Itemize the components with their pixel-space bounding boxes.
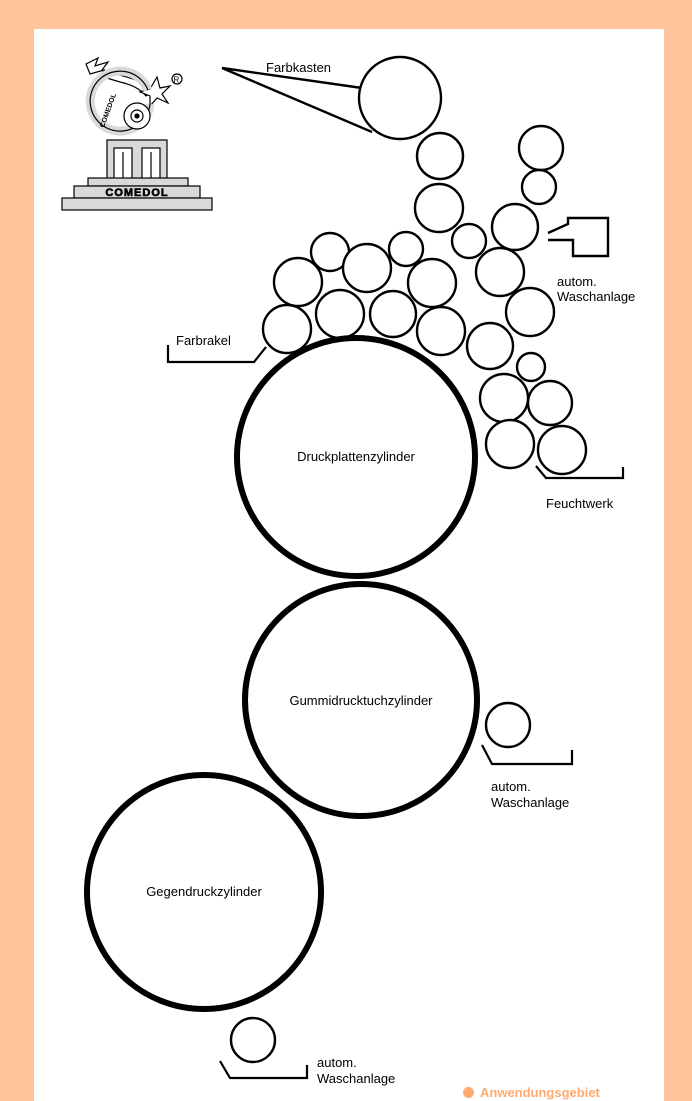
ink-roller bbox=[415, 131, 465, 181]
wash-roller bbox=[490, 202, 540, 252]
label-wash-top-2: Waschanlage bbox=[557, 289, 635, 304]
ink-roller bbox=[368, 289, 418, 339]
comedol-logo: COMEDOL R COMEDOL bbox=[61, 56, 213, 211]
farbrakel-blade bbox=[166, 345, 267, 364]
dampening-roller bbox=[536, 424, 588, 476]
farbkasten-blade-bottom bbox=[221, 66, 373, 134]
bullet-icon bbox=[463, 1087, 474, 1098]
farbkasten-group: Farbkasten bbox=[221, 55, 443, 141]
logo-brand-text: COMEDOL bbox=[105, 187, 168, 199]
wash-roller bbox=[229, 1016, 277, 1064]
label-wash-mid-2: Waschanlage bbox=[491, 795, 569, 810]
wash-roller bbox=[520, 168, 558, 206]
gummidrucktuchzylinder bbox=[242, 581, 480, 819]
feuchtwerk-tray bbox=[535, 465, 625, 480]
wash-unit-tray bbox=[219, 1060, 309, 1080]
ink-roller bbox=[406, 257, 458, 309]
dampening-roller bbox=[515, 351, 547, 383]
anwendungsgebiet-label: Anwendungsgebiet bbox=[480, 1085, 600, 1100]
label-wash-mid-1: autom. bbox=[491, 779, 531, 794]
farbkasten-blade-top bbox=[221, 66, 363, 90]
wash-roller bbox=[517, 124, 565, 172]
ink-roller bbox=[413, 182, 465, 234]
logo-arc-text: COMEDOL bbox=[99, 92, 118, 129]
anwendungsgebiet-link[interactable]: Anwendungsgebiet bbox=[463, 1085, 600, 1100]
label-wash-top-1: autom. bbox=[557, 274, 597, 289]
dampening-roller bbox=[465, 321, 515, 371]
gegendruckzylinder bbox=[84, 772, 324, 1012]
wash-unit-top: autom. Waschanlage bbox=[490, 124, 635, 304]
wash-unit-housing bbox=[547, 216, 610, 258]
farbkasten-roller bbox=[357, 55, 443, 141]
feuchtwerk-rollers: Feuchtwerk bbox=[465, 246, 625, 511]
registered-mark: R bbox=[174, 76, 180, 85]
main-cylinders bbox=[84, 335, 480, 1012]
dampening-roller bbox=[526, 379, 574, 427]
ink-roller-train bbox=[261, 131, 488, 357]
farbrakel-group: Farbrakel bbox=[166, 333, 267, 364]
wash-unit-bottom: autom. Waschanlage bbox=[219, 1016, 395, 1086]
label-gummidrucktuchzylinder: Gummidrucktuchzylinder bbox=[289, 693, 433, 708]
ink-roller bbox=[415, 305, 467, 357]
label-wash-bot-2: Waschanlage bbox=[317, 1071, 395, 1086]
dampening-roller bbox=[504, 286, 556, 338]
label-feuchtwerk: Feuchtwerk bbox=[546, 496, 614, 511]
label-wash-bot-1: autom. bbox=[317, 1055, 357, 1070]
druckplattenzylinder bbox=[234, 335, 478, 579]
ink-roller bbox=[387, 230, 425, 268]
dampening-roller bbox=[484, 418, 536, 470]
ink-roller bbox=[272, 256, 324, 308]
ink-roller bbox=[314, 288, 366, 340]
wash-unit-tray bbox=[481, 744, 574, 766]
wash-unit-middle: autom. Waschanlage bbox=[481, 701, 574, 810]
dampening-roller bbox=[478, 372, 530, 424]
ink-roller bbox=[261, 303, 313, 355]
label-farbkasten: Farbkasten bbox=[266, 60, 331, 75]
label-druckplattenzylinder: Druckplattenzylinder bbox=[297, 449, 415, 464]
logo-step-1 bbox=[87, 177, 189, 187]
label-gegendruckzylinder: Gegendruckzylinder bbox=[146, 884, 262, 899]
label-farbrakel: Farbrakel bbox=[176, 333, 231, 348]
ink-roller bbox=[450, 222, 488, 260]
dampening-roller bbox=[474, 246, 526, 298]
logo-step-3 bbox=[61, 197, 213, 211]
wash-roller bbox=[484, 701, 532, 749]
ink-roller bbox=[341, 242, 393, 294]
star-icon bbox=[138, 75, 172, 108]
